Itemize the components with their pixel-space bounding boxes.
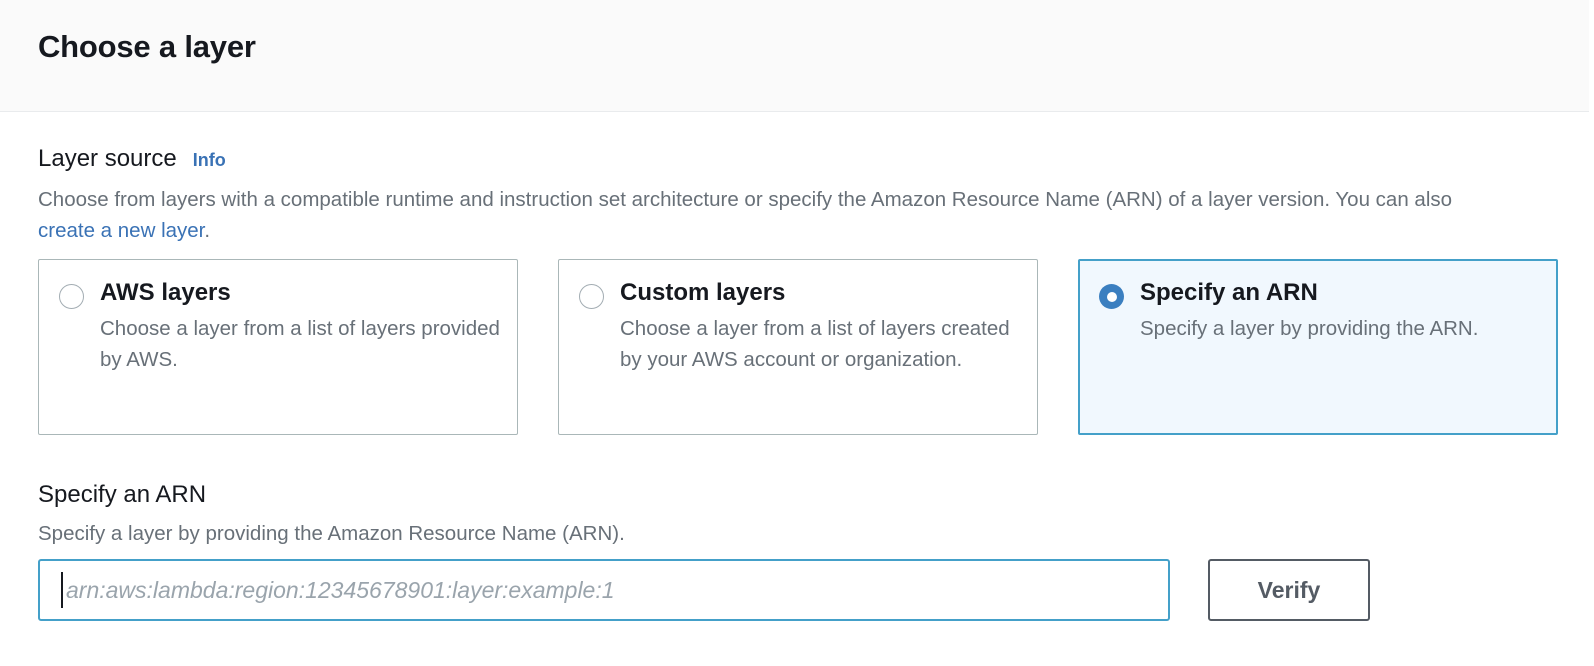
verify-button[interactable]: Verify bbox=[1208, 559, 1370, 621]
option-card-custom-layers-text: Custom layers Choose a layer from a list… bbox=[620, 279, 1021, 375]
option-description-aws-layers: Choose a layer from a list of layers pro… bbox=[100, 317, 500, 371]
arn-input-wrapper bbox=[38, 559, 1170, 621]
option-card-specify-an-arn-text: Specify an ARN Specify a layer by provid… bbox=[1140, 279, 1540, 344]
option-card-custom-layers-inner: Custom layers Choose a layer from a list… bbox=[579, 279, 1021, 375]
option-title-specify-an-arn: Specify an ARN bbox=[1140, 279, 1318, 306]
layer-source-description-text-before: Choose from layers with a compatible run… bbox=[38, 188, 1453, 211]
layer-source-description-text-after: . bbox=[204, 219, 211, 242]
option-card-aws-layers-inner: AWS layers Choose a layer from a list of… bbox=[59, 279, 501, 375]
panel-body: Layer source Info Choose from layers wit… bbox=[0, 112, 1589, 666]
info-link[interactable]: Info bbox=[192, 150, 226, 170]
radio-unchecked-icon-custom-layers[interactable] bbox=[579, 284, 604, 309]
option-title-custom-layers: Custom layers bbox=[620, 279, 786, 306]
option-card-specify-an-arn-inner: Specify an ARN Specify a layer by provid… bbox=[1099, 279, 1540, 344]
layer-source-description: Choose from layers with a compatible run… bbox=[38, 184, 1478, 246]
text-caret bbox=[61, 572, 63, 608]
option-description-specify-an-arn: Specify a layer by providing the ARN. bbox=[1140, 317, 1479, 340]
page-title: Choose a layer bbox=[38, 29, 256, 64]
create-a-new-layer-link[interactable]: create a new layer bbox=[38, 219, 205, 242]
option-title-aws-layers: AWS layers bbox=[100, 279, 231, 306]
layer-source-options: AWS layers Choose a layer from a list of… bbox=[38, 259, 1558, 435]
arn-input[interactable] bbox=[38, 559, 1170, 621]
radio-unchecked-icon-aws-layers[interactable] bbox=[59, 284, 84, 309]
panel-header: Choose a layer bbox=[0, 0, 1589, 112]
option-card-aws-layers[interactable]: AWS layers Choose a layer from a list of… bbox=[38, 259, 518, 435]
option-card-aws-layers-text: AWS layers Choose a layer from a list of… bbox=[100, 279, 501, 375]
option-card-specify-an-arn[interactable]: Specify an ARN Specify a layer by provid… bbox=[1078, 259, 1558, 435]
layer-source-label: Layer source bbox=[38, 145, 177, 172]
option-card-custom-layers[interactable]: Custom layers Choose a layer from a list… bbox=[558, 259, 1038, 435]
arn-field-description: Specify a layer by providing the Amazon … bbox=[38, 522, 625, 545]
arn-field-row: Verify bbox=[38, 559, 1370, 621]
option-description-custom-layers: Choose a layer from a list of layers cre… bbox=[620, 317, 1010, 371]
arn-field-label: Specify an ARN bbox=[38, 481, 207, 508]
layer-source-heading-row: Layer source Info bbox=[38, 147, 226, 171]
radio-checked-icon-specify-an-arn[interactable] bbox=[1099, 284, 1124, 309]
